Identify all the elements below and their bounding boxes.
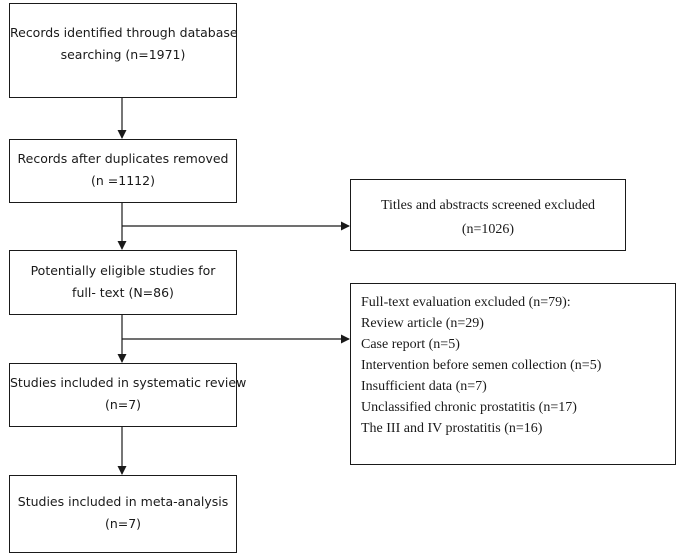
duplicates-removed-line2: (n =1112) — [91, 173, 155, 188]
meta-analysis-box: Studies included in meta-analysis (n=7) — [9, 475, 237, 553]
fulltext-excluded-item: The III and IV prostatitis (n=16) — [361, 421, 543, 436]
records-identified-line2: searching (n=1971) — [60, 47, 186, 62]
fulltext-excluded-item: Case report (n=5) — [361, 337, 460, 352]
meta-analysis-line1: Studies included in meta-analysis — [17, 494, 229, 509]
fulltext-excluded-box: Full-text evaluation excluded (n=79): Re… — [350, 283, 676, 465]
screened-excluded-box: Titles and abstracts screened excluded (… — [350, 179, 626, 251]
records-identified-box: Records identified through database sear… — [9, 3, 238, 98]
systematic-review-line1: Studies included in systematic review — [10, 375, 247, 390]
eligible-studies-line1: Potentially eligible studies for — [30, 263, 216, 278]
meta-analysis-line2: (n=7) — [104, 516, 142, 531]
fulltext-excluded-item: Insufficient data (n=7) — [361, 379, 487, 394]
eligible-studies-line2: full- text (N=86) — [72, 285, 174, 300]
screened-excluded-line1: Titles and abstracts screened excluded — [380, 198, 596, 213]
duplicates-removed-line1: Records after duplicates removed — [17, 151, 229, 166]
fulltext-excluded-item: Unclassified chronic prostatitis (n=17) — [361, 400, 577, 415]
fulltext-excluded-item: Review article (n=29) — [361, 316, 484, 331]
records-identified-line1: Records identified through database — [10, 25, 238, 40]
eligible-studies-box: Potentially eligible studies for full- t… — [9, 250, 237, 315]
systematic-review-line2: (n=7) — [104, 397, 142, 412]
screened-excluded-line2: (n=1026) — [461, 222, 515, 237]
fulltext-excluded-heading: Full-text evaluation excluded (n=79): — [361, 295, 571, 310]
duplicates-removed-box: Records after duplicates removed (n =111… — [9, 139, 237, 203]
systematic-review-box: Studies included in systematic review (n… — [9, 363, 247, 427]
fulltext-excluded-item: Intervention before semen collection (n=… — [361, 358, 602, 373]
